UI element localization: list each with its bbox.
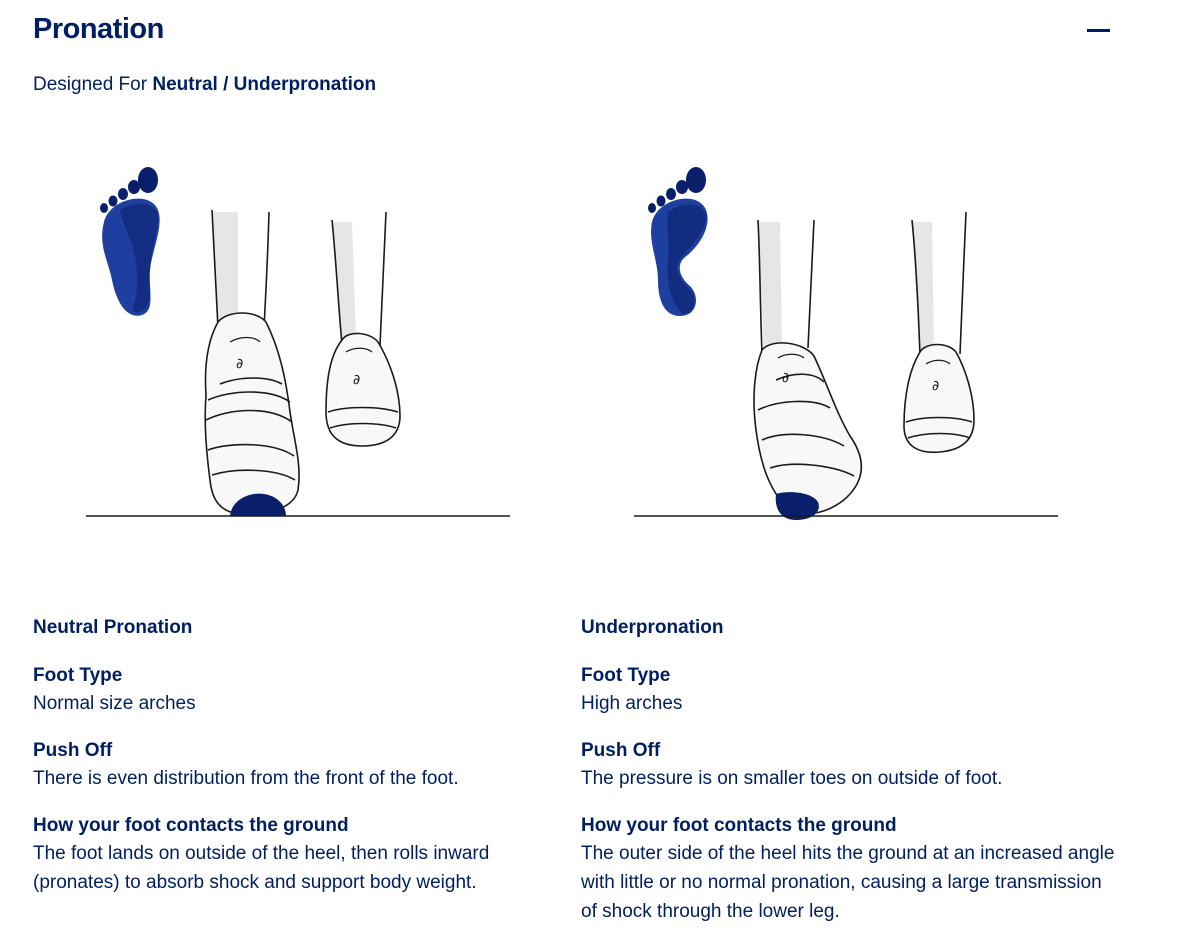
contact-label: How your foot contacts the ground (581, 815, 897, 836)
underpronation-back-leg: ∂ (903, 211, 975, 454)
neutral-heel-contact-marker (230, 493, 286, 516)
underpronation-front-leg: ∂ (753, 219, 862, 515)
push-off-block: Push Off The pressure is on smaller toes… (581, 738, 1121, 793)
contact-block: How your foot contacts the ground The ou… (581, 813, 1121, 926)
foot-type-label: Foot Type (581, 665, 671, 686)
neutral-front-leg: ∂ (204, 209, 300, 516)
neutral-pronation-svg: ∂ ∂ (86, 167, 510, 517)
page-title: Pronation (33, 13, 164, 45)
underpronation-heel-contact-marker (775, 492, 819, 520)
foot-type-value: Normal size arches (33, 693, 196, 714)
collapse-button[interactable] (1084, 18, 1114, 42)
foot-type-block: Foot Type Normal size arches (33, 663, 573, 718)
foot-type-block: Foot Type High arches (581, 663, 1121, 718)
contact-label: How your foot contacts the ground (33, 815, 349, 836)
neutral-pronation-column: Neutral Pronation Foot Type Normal size … (33, 615, 573, 917)
foot-type-value: High arches (581, 693, 683, 714)
svg-text:∂: ∂ (932, 378, 939, 394)
minus-icon (1087, 29, 1110, 32)
underpronation-illustration: ∂ ∂ (628, 150, 1068, 530)
designed-for-value: Neutral / Underpronation (152, 74, 377, 95)
designed-for-label: Designed For (33, 74, 153, 95)
push-off-value: There is even distribution from the fron… (33, 768, 459, 789)
push-off-label: Push Off (33, 740, 113, 761)
contact-value: The outer side of the heel hits the grou… (581, 843, 1115, 922)
push-off-value: The pressure is on smaller toes on outsi… (581, 768, 1003, 789)
contact-value: The foot lands on outside of the heel, t… (33, 843, 490, 893)
column-heading: Underpronation (581, 617, 724, 638)
designed-for-text: Designed For Neutral / Underpronation (33, 74, 376, 96)
underpronation-footprint-icon (648, 167, 708, 316)
neutral-footprint-icon (100, 167, 160, 316)
foot-type-label: Foot Type (33, 665, 123, 686)
svg-text:∂: ∂ (782, 370, 789, 386)
svg-text:∂: ∂ (353, 372, 360, 388)
underpronation-column: Underpronation Foot Type High arches Pus… (581, 615, 1121, 946)
svg-text:∂: ∂ (236, 356, 243, 372)
push-off-label: Push Off (581, 740, 661, 761)
contact-block: How your foot contacts the ground The fo… (33, 813, 573, 897)
neutral-pronation-illustration: ∂ ∂ (80, 150, 520, 530)
push-off-block: Push Off There is even distribution from… (33, 738, 573, 793)
neutral-back-leg: ∂ (325, 211, 401, 447)
column-heading: Neutral Pronation (33, 617, 193, 638)
underpronation-svg: ∂ ∂ (634, 167, 1058, 520)
